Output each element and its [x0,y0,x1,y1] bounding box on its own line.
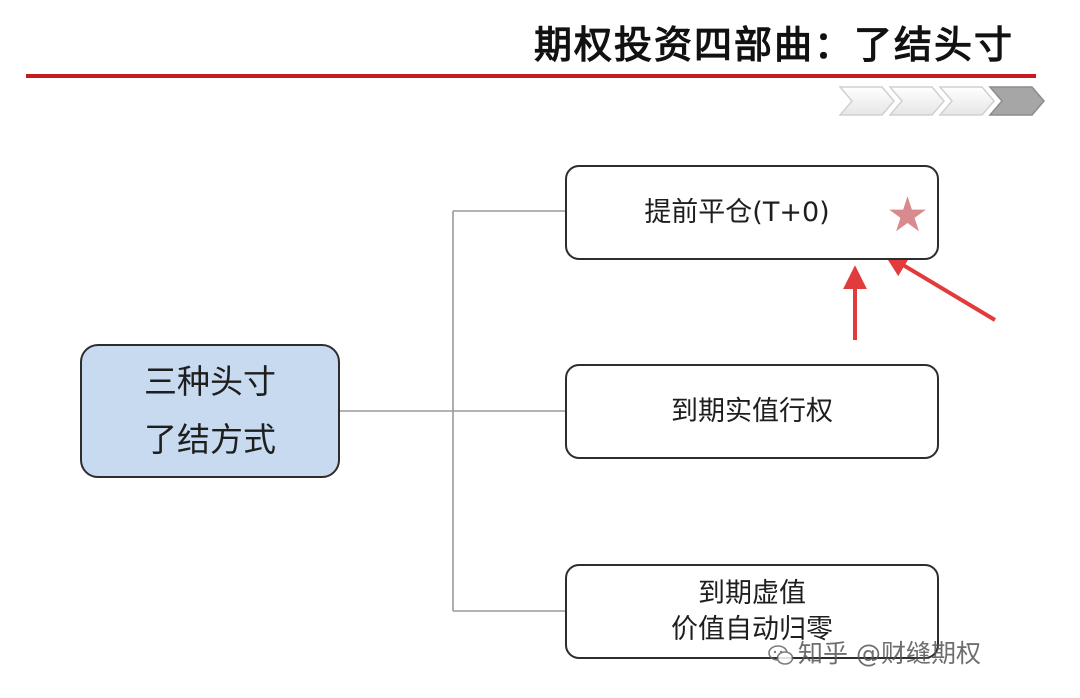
branch-node-early-close: 提前平仓(T+0) ★ [565,165,939,260]
root-node: 三种头寸 了结方式 [80,344,340,478]
watermark: 知乎 @财缝期权 [768,634,981,670]
root-node-line-2: 了结方式 [144,420,276,459]
branch-node-otm-expire: 到期虚值 价值自动归零 [565,564,939,659]
highlight-arrow-diagonal [883,253,997,322]
branch-node-itm-exercise: 到期实值行权 [565,364,939,459]
title-divider [26,74,1036,78]
watermark-text: 知乎 @财缝期权 [798,639,981,668]
progress-step-2 [888,86,945,116]
step-progress-indicator [838,86,1045,116]
progress-step-3 [938,86,995,116]
branch-node-label: 到期实值行权 [671,395,833,427]
wechat-icon [768,645,794,665]
branch-node-line-1: 到期虚值 [698,578,806,610]
star-icon: ★ [885,187,929,243]
page-title: 期权投资四部曲：了结头寸 [533,23,1014,67]
branch-node-label: 提前平仓(T+0) [644,196,830,228]
progress-step-4 [988,86,1045,116]
progress-step-1 [838,86,895,116]
tree-connector [340,210,565,612]
branch-node-line-2: 价值自动归零 [671,613,833,645]
root-node-line-1: 三种头寸 [144,362,276,402]
